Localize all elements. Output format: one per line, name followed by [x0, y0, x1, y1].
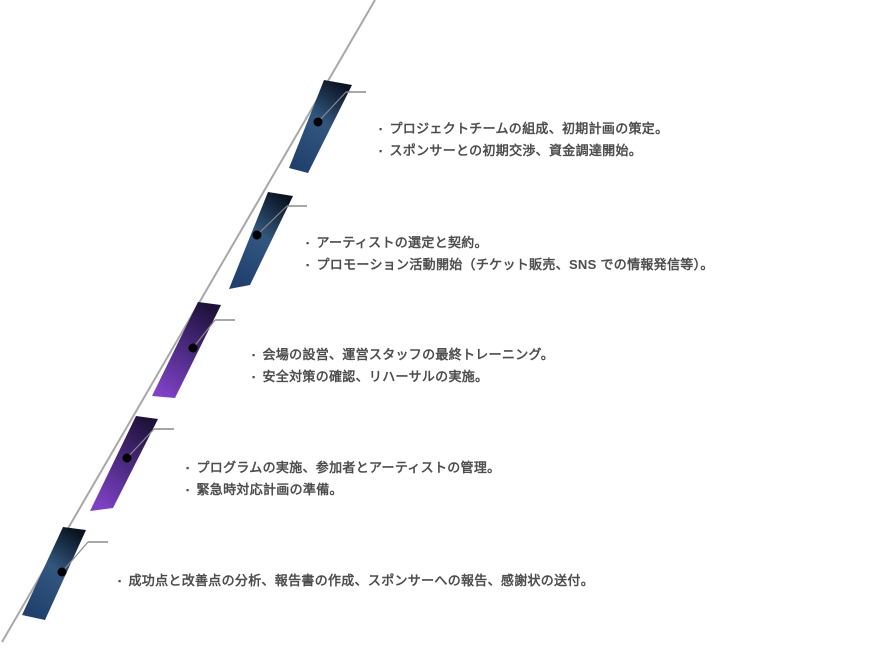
stage-4-bar	[90, 416, 158, 511]
stage-3-bar	[152, 302, 221, 398]
stage-5-bar	[22, 527, 86, 620]
bullet-square-icon: ▪	[379, 124, 383, 134]
stage-2-bar	[229, 192, 293, 289]
stage-5-shape	[22, 527, 108, 620]
stage-3-marker-dot	[188, 343, 198, 353]
stage-4-text: ▪ プログラムの実施、参加者とアーティストの管理。 ▪ 緊急時対応計画の準備。	[186, 457, 500, 501]
stage-3-shape	[152, 302, 235, 398]
stage-5-marker-dot	[57, 567, 67, 577]
bullet-square-icon: ▪	[252, 350, 256, 360]
bullet-square-icon: ▪	[186, 485, 190, 495]
stage-1-line-2: スポンサーとの初期交渉、資金調達開始。	[389, 143, 643, 158]
bullet-square-icon: ▪	[186, 463, 190, 473]
bullet-square-icon: ▪	[379, 146, 383, 156]
stage-5-leader-line	[61, 541, 89, 573]
stage-1-bar	[289, 80, 352, 173]
bullet-square-icon: ▪	[306, 238, 310, 248]
stage-2-line-1: アーティストの選定と契約。	[316, 235, 488, 250]
stage-4-marker-dot	[122, 453, 132, 463]
bullet-square-icon: ▪	[306, 260, 310, 270]
stage-2-shape	[229, 192, 307, 289]
stage-3-line-1: 会場の設営、運営スタッフの最終トレーニング。	[262, 347, 555, 362]
stage-1-leader-line	[317, 91, 347, 123]
stage-4-line-2: 緊急時対応計画の準備。	[196, 482, 343, 497]
bullet-square-icon: ▪	[252, 372, 256, 382]
stage-3-line-2: 安全対策の確認、リハーサルの実施。	[262, 369, 489, 384]
stage-2-marker-dot	[252, 230, 262, 240]
stage-1-text: ▪ プロジェクトチームの組成、初期計画の策定。 ▪ スポンサーとの初期交渉、資金調達…	[379, 118, 668, 162]
stage-4-leader-line	[126, 428, 155, 459]
stage-5-text: ▪ 成功点と改善点の分析、報告書の作成、スポンサーへの報告、感謝状の送付。	[118, 570, 594, 592]
stage-4-line-1: プログラムの実施、参加者とアーティストの管理。	[196, 460, 501, 475]
stage-2-text: ▪ アーティストの選定と契約。 ▪ プロモーション活動開始（チケット販売、SNS で…	[306, 232, 714, 276]
bullet-square-icon: ▪	[118, 576, 122, 586]
stage-4-shape	[90, 416, 174, 511]
stage-1-marker-dot	[313, 117, 323, 127]
stage-1-line-1: プロジェクトチームの組成、初期計画の策定。	[389, 121, 669, 136]
stage-2-line-2: プロモーション活動開始（チケット販売、SNS での情報発信等）。	[316, 257, 714, 272]
stage-3-leader-line	[192, 319, 216, 349]
stage-5-line-1: 成功点と改善点の分析、報告書の作成、スポンサーへの報告、感謝状の送付。	[128, 573, 595, 588]
stage-2-leader-line	[256, 205, 288, 236]
stage-3-text: ▪ 会場の設営、運営スタッフの最終トレーニング。 ▪ 安全対策の確認、リハーサルの実…	[252, 344, 554, 388]
stage-1-shape	[289, 80, 366, 173]
